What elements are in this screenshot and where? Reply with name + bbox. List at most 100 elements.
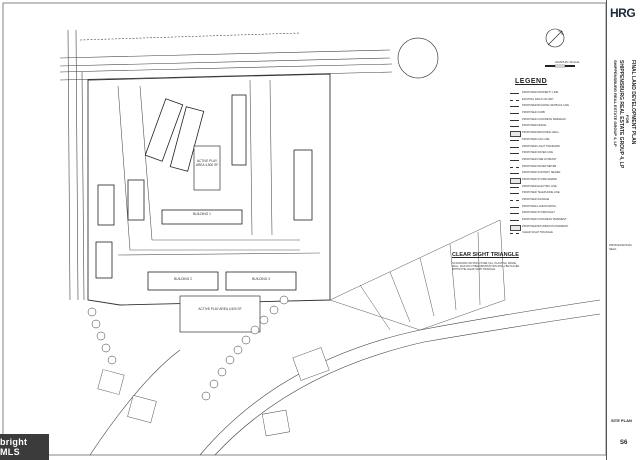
legend-symbol-icon <box>510 99 519 101</box>
legend-symbol-icon <box>510 126 519 128</box>
legend-item-label: PROPOSED STORM SEWER <box>522 177 557 181</box>
legend-item-label: EXISTING RIGHT-OF-WAY <box>522 97 554 101</box>
title-line-3: SHIPPENSBURG REAL ESTATE GROUP 4, LP <box>618 60 624 169</box>
legend-item-label: PROPOSED SANITARY SEWER <box>522 171 561 175</box>
legend-item-label: PROPOSED SIGNAGE <box>522 198 550 201</box>
building-1-label: BUILDING 1 <box>193 212 211 216</box>
watermark-badge: bright MLS <box>0 434 49 460</box>
legend-item: EXISTING RIGHT-OF-WAY <box>510 97 600 104</box>
active-play-label-1: ACTIVE PLAY AREA 4,500 SF <box>195 159 219 167</box>
legend-symbol-icon <box>510 186 519 188</box>
legend-item-label: PROPOSED LIGHT STANDARD <box>522 144 560 148</box>
legend-symbol-icon <box>510 213 519 215</box>
title-line-2: FOR <box>625 115 630 124</box>
legend-item: PROPOSED BITUMINOUS PAVEMENT <box>510 224 600 231</box>
residential-lots <box>97 219 506 437</box>
legend-item: PROPOSED CONCRETE SIDEWALK <box>510 117 600 124</box>
legend-item: PROPOSED SANITARY SEWER <box>510 170 600 177</box>
legend-item-label: PROPOSED STORM INLET <box>522 211 555 215</box>
legend-item: PROPOSED LANDSCAPING <box>510 204 600 211</box>
legend-item-label: PROPOSED RETAINING WALL <box>522 131 560 135</box>
legend-list: PROPOSED PROPERTY LINE EXISTING RIGHT-OF-… <box>510 90 600 237</box>
legend-symbol-icon <box>510 206 519 208</box>
legend-item-label: PROPOSED CURB <box>522 111 545 115</box>
legend-item-label: PROPOSED WATER METER <box>522 164 557 168</box>
legend-item-label: CLEAR SIGHT TRIANGLE <box>522 231 553 235</box>
legend-symbol-icon <box>510 193 519 195</box>
active-play-area-1 <box>193 145 221 191</box>
legend-symbol-icon <box>510 153 519 155</box>
legend-symbol-icon <box>510 166 519 168</box>
legend-item-label: PROPOSED FIRE HYDRANT <box>522 157 557 161</box>
lower-road <box>89 299 601 456</box>
legend-symbol-icon <box>510 173 519 175</box>
active-play-label-2: ACTIVE PLAY AREA 4,500 SF <box>198 307 242 311</box>
graphic-scale-bar <box>545 64 575 68</box>
legend-item-label: PROPOSED CONCRETE SIDEWALK <box>522 117 567 121</box>
cul-de-sac <box>397 37 439 79</box>
legend-item: PROPOSED SIGNAGE <box>510 197 600 204</box>
legend-item: PROPOSED FIRE HYDRANT <box>510 157 600 164</box>
legend-symbol-icon <box>510 224 521 231</box>
legend-item: CLEAR SIGHT TRIANGLE <box>510 230 600 237</box>
legend-symbol-icon <box>510 119 519 121</box>
legend-item-label: PROPOSED LANDSCAPING <box>522 204 557 208</box>
legend-item: PROPOSED CURB <box>510 110 600 117</box>
legend-item-label: PROPOSED TELEPHONE LINE <box>522 191 560 195</box>
active-play-area-2 <box>179 295 261 333</box>
legend-item-label: PROPOSED PROPERTY LINE <box>522 91 559 94</box>
legend-title: LEGEND <box>515 78 548 85</box>
legend-item-label: PROPOSED FENCE <box>522 124 547 128</box>
legend-symbol-icon <box>510 159 519 161</box>
professional-seal-label: PROFESSIONAL SEAL <box>609 243 633 251</box>
building-3-label: BUILDING 3 <box>252 277 270 281</box>
top-road <box>59 32 393 81</box>
title-block: HRG FINAL LAND DEVELOPMENT PLAN FOR SHIP… <box>606 0 640 460</box>
legend-item: PROPOSED TELEPHONE LINE <box>510 190 600 197</box>
legend-item: PROPOSED RETAINING WALL <box>510 130 600 138</box>
graphic-scale-label: GRAPHIC SCALE <box>555 60 580 64</box>
title-block-vertical-text: FINAL LAND DEVELOPMENT PLAN FOR SHIPPENS… <box>608 60 640 230</box>
legend-item-label: PROPOSED CONCRETE PAVEMENT <box>522 218 567 222</box>
left-road <box>67 29 85 301</box>
sheet-title: SITE PLAN <box>611 418 632 423</box>
building-2-label: BUILDING 2 <box>174 277 192 281</box>
sheet-number: S6 <box>620 440 628 446</box>
legend-symbol-icon <box>510 131 521 138</box>
legend-item: PROPOSED ELECTRIC LINE <box>510 184 600 191</box>
legend-item: PROPOSED LIGHT STANDARD <box>510 144 600 151</box>
legend-symbol-icon <box>510 177 521 184</box>
legend-symbol-icon <box>510 200 519 201</box>
legend-item: PROPOSED STORM SEWER <box>510 177 600 184</box>
legend-symbol-icon <box>510 113 519 115</box>
firm-logo: HRG <box>610 6 636 20</box>
legend-item: PROPOSED GAS LINE <box>510 137 600 144</box>
clear-sight-note: NO BUILDING OR STRUCTURE, FILL, PLANTING… <box>452 262 520 272</box>
legend-symbol-icon <box>510 146 519 148</box>
title-line-1: FINAL LAND DEVELOPMENT PLAN <box>630 60 636 145</box>
legend-symbol-icon <box>510 93 519 94</box>
north-arrow-icon <box>545 28 565 48</box>
title-line-4: SHIPPENSBURG REAL ESTATE GROUP 4, LP <box>613 60 618 147</box>
legend-item: PROPOSED BUILDING SETBACK LINE <box>510 103 600 110</box>
legend-symbol-icon <box>510 106 519 108</box>
legend-item: PROPOSED PROPERTY LINE <box>510 90 600 97</box>
legend-item: PROPOSED STORM INLET <box>510 210 600 217</box>
legend-item-label: PROPOSED WATER LINE <box>522 151 553 155</box>
landscape-trees <box>87 295 289 401</box>
legend-symbol-icon <box>510 233 519 235</box>
internal-drive <box>117 79 321 256</box>
legend-item: PROPOSED FENCE <box>510 123 600 130</box>
clear-sight-title: CLEAR SIGHT TRIANGLE <box>452 252 519 258</box>
legend-item: PROPOSED WATER LINE <box>510 150 600 157</box>
building-rows <box>95 94 313 291</box>
legend-item: PROPOSED CONCRETE PAVEMENT <box>510 217 600 224</box>
legend-symbol-icon <box>510 139 519 141</box>
legend-item-label: PROPOSED GAS LINE <box>522 137 550 141</box>
legend-symbol-icon <box>510 220 519 222</box>
legend-item-label: PROPOSED BUILDING SETBACK LINE <box>522 104 569 108</box>
legend-item: PROPOSED WATER METER <box>510 164 600 171</box>
legend-item-label: PROPOSED BITUMINOUS PAVEMENT <box>522 224 569 228</box>
legend-item-label: PROPOSED ELECTRIC LINE <box>522 184 557 188</box>
